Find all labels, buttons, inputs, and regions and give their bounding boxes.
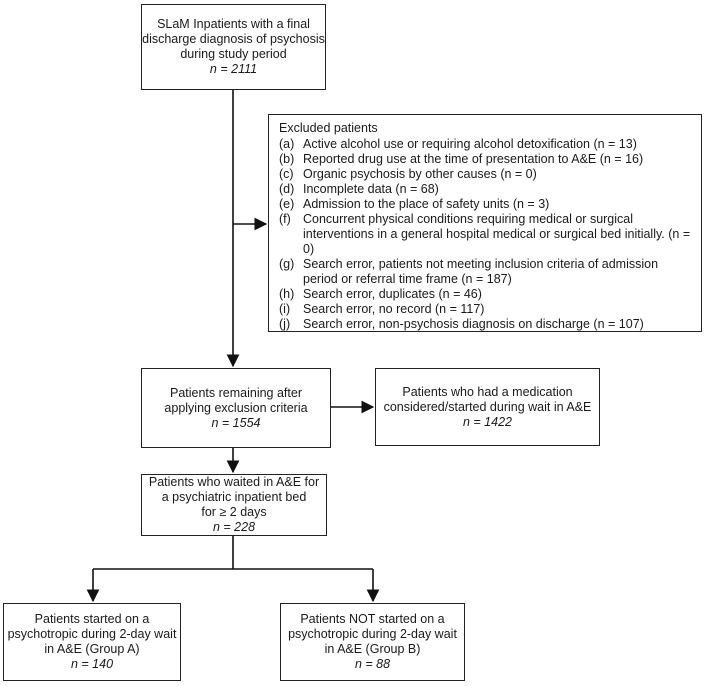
excluded-title: Excluded patients <box>279 121 378 135</box>
excluded-item-label: (d) <box>279 182 295 196</box>
excluded-item-label: (g) <box>279 257 295 271</box>
excluded-item: (c) Organic psychosis by other causes (n … <box>279 167 693 182</box>
excluded-item-text: Search error, non-psychosis diagnosis on… <box>303 317 644 331</box>
start-line-3: during study period <box>180 47 287 61</box>
excluded-item-text: Incomplete data (n = 68) <box>303 182 439 196</box>
excluded-item: (e) Admission to the place of safety unit… <box>279 197 693 212</box>
start-box: SLaM Inpatients with a final discharge d… <box>141 4 326 90</box>
excluded-item-text: Active alcohol use or requiring alcohol … <box>303 137 637 151</box>
excluded-item-text: Search error, no record (n = 117) <box>303 302 485 316</box>
waited-line-2: a psychiatric inpatient bed <box>161 490 307 504</box>
group-b-line-2: psychotropic during 2-day wait <box>288 627 457 641</box>
excluded-item-label: (f) <box>279 212 291 226</box>
excluded-item-label: (i) <box>279 302 291 316</box>
excluded-item-label: (j) <box>279 317 291 331</box>
group-a-line-1: Patients started on a <box>34 612 150 626</box>
excluded-item-text: Reported drug use at the time of present… <box>303 152 644 166</box>
group-b-count: n = 88 <box>354 657 391 671</box>
excluded-item-text: Search error, duplicates (n = 46) <box>303 287 482 301</box>
excluded-box: Excluded patients (a) Active alcohol use … <box>268 114 702 332</box>
excluded-item: (h) Search error, duplicates (n = 46) <box>279 287 693 302</box>
excluded-item: (g) Search error, patients not meeting in… <box>279 257 693 287</box>
excluded-item-label: (a) <box>279 137 295 151</box>
start-line-2: discharge diagnosis of psychosis <box>142 32 325 46</box>
medication-count: n = 1422 <box>462 414 512 429</box>
group-a-line-3: in A&E (Group A) <box>44 642 140 656</box>
excluded-item-label: (e) <box>279 197 295 211</box>
excluded-item: (b) Reported drug use at the time of pres… <box>279 152 693 167</box>
group-a-count: n = 140 <box>70 657 114 671</box>
group-b-box: Patients NOT started on a psychotropic d… <box>280 603 465 681</box>
excluded-item-label: (b) <box>279 152 295 166</box>
excluded-item-text: Concurrent physical conditions requiring… <box>303 212 691 256</box>
waited-box: Patients who waited in A&E for a psychia… <box>141 474 327 536</box>
group-b-line-1: Patients NOT started on a <box>300 612 445 626</box>
excluded-item: (d) Incomplete data (n = 68) <box>279 182 693 197</box>
medication-line-2: considered/started during wait in A&E <box>383 399 592 414</box>
medication-box: Patients who had a medication considered… <box>375 368 600 446</box>
waited-count: n = 228 <box>212 520 256 534</box>
waited-line-3: for ≥ 2 days <box>201 505 267 519</box>
excluded-item: (i) Search error, no record (n = 117) <box>279 302 693 317</box>
waited-line-1: Patients who waited in A&E for <box>148 475 320 489</box>
group-a-line-2: psychotropic during 2-day wait <box>7 627 177 641</box>
remaining-count: n = 1554 <box>211 415 261 430</box>
excluded-item: (f) Concurrent physical conditions requir… <box>279 212 693 257</box>
excluded-item-text: Organic psychosis by other causes (n = 0… <box>303 167 537 181</box>
medication-line-1: Patients who had a medication <box>402 384 573 399</box>
remaining-line-2: applying exclusion criteria <box>164 400 308 415</box>
remaining-box: Patients remaining after applying exclus… <box>141 368 331 448</box>
excluded-item: (a) Active alcohol use or requiring alcoh… <box>279 137 693 152</box>
excluded-item-label: (c) <box>279 167 294 181</box>
excluded-item-label: (h) <box>279 287 295 301</box>
excluded-item-text: Search error, patients not meeting inclu… <box>303 257 659 286</box>
start-count: n = 2111 <box>209 62 258 76</box>
remaining-line-1: Patients remaining after <box>169 385 302 400</box>
start-line-1: SLaM Inpatients with a final <box>157 17 310 31</box>
group-a-box: Patients started on a psychotropic durin… <box>3 603 181 681</box>
group-b-line-3: in A&E (Group B) <box>324 642 421 656</box>
excluded-item-text: Admission to the place of safety units (… <box>303 197 550 211</box>
excluded-list: (a) Active alcohol use or requiring alcoh… <box>279 137 693 332</box>
excluded-item: (j) Search error, non-psychosis diagnosis… <box>279 317 693 332</box>
